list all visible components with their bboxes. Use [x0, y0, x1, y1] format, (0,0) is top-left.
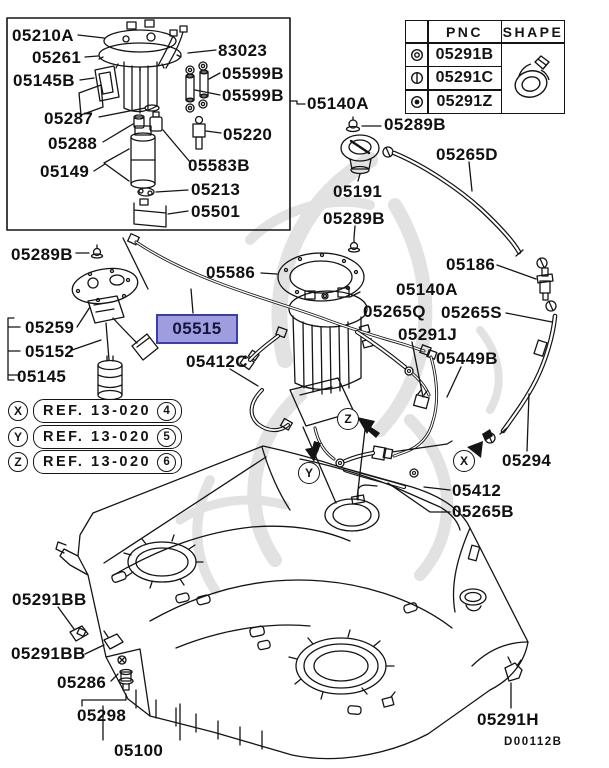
part-label-05145: 05145 [17, 367, 67, 386]
part-label-05291J: 05291J [398, 325, 458, 344]
part-label-05265D: 05265D [436, 145, 498, 164]
ref-box-y: REF. 13-020 5 [33, 425, 183, 449]
pnc-shape-table: PNC SHAPE 05291B 05291C 05291Z [405, 20, 565, 114]
part-label-05599B-1: 05599B [222, 64, 284, 83]
shape-column-header: SHAPE [502, 21, 564, 42]
part-label-05140A-mid: 05140A [396, 280, 458, 299]
part-label-05149: 05149 [40, 162, 90, 181]
ref-text-y: REF. 13-020 [43, 429, 152, 445]
ref-marker-y: Y [8, 427, 28, 447]
check-valve-05186-drawing [496, 257, 557, 312]
part-label-05140A-top: 05140A [307, 94, 369, 113]
hose-05265d-drawing [391, 150, 524, 257]
part-label-05289B-2: 05289B [323, 209, 385, 228]
part-label-05100: 05100 [114, 741, 164, 760]
callout-circle-y: Y [298, 462, 320, 484]
part-label-05265S: 05265S [441, 303, 503, 322]
mid-hoses-drawing [229, 329, 462, 513]
part-label-05265Q: 05265Q [363, 302, 426, 321]
part-label-05291BB-1: 05291BB [12, 590, 87, 609]
pipe-05515-drawing [126, 232, 438, 360]
part-label-05152: 05152 [25, 342, 75, 361]
ref-num-5: 5 [157, 427, 177, 447]
part-label-05412: 05412 [452, 481, 502, 500]
fuel-tank-drawing [55, 420, 529, 760]
part-label-05145B: 05145B [13, 71, 75, 90]
part-label-05599B-2: 05599B [222, 86, 284, 105]
part-label-05501: 05501 [191, 202, 241, 221]
part-label-05213: 05213 [191, 180, 241, 199]
pnc-value-05291Z: 05291Z [428, 90, 501, 113]
part-label-05583B: 05583B [188, 156, 250, 175]
pump-assembly-box-drawing [6, 17, 291, 231]
pnc-value-05291C: 05291C [428, 67, 501, 89]
ref-box-x: REF. 13-020 4 [33, 399, 183, 423]
double-circle-icon [406, 43, 427, 66]
ref-box-z: REF. 13-020 6 [33, 450, 183, 474]
part-label-05191: 05191 [333, 182, 383, 201]
callout-circle-x: X [453, 450, 475, 472]
ref-note-z: Z REF. 13-020 6 [8, 450, 183, 474]
part-label-05259: 05259 [25, 318, 75, 337]
part-label-05220: 05220 [223, 125, 273, 144]
diagram-code: D00112B [504, 736, 563, 748]
part-label-83023: 83023 [218, 41, 268, 60]
ref-note-y: Y REF. 13-020 5 [8, 425, 183, 449]
part-label-05449B: 05449B [436, 349, 498, 368]
ref-num-6: 6 [157, 452, 177, 472]
ref-marker-x: X [8, 401, 28, 421]
ref-num-4: 4 [157, 401, 177, 421]
part-label-05291H: 05291H [477, 710, 539, 729]
pump-module-drawing [239, 225, 374, 427]
pump-module-hoses [248, 334, 280, 362]
ref-marker-z: Z [8, 452, 28, 472]
clamp-shape-icon [502, 43, 564, 113]
bullseye-icon [406, 90, 427, 113]
bottom-hardware-drawing [57, 606, 523, 741]
ref-text-x: REF. 13-020 [43, 403, 152, 419]
pnc-table-corner-cell [406, 21, 427, 42]
box-to-label-leader [289, 100, 306, 105]
part-label-05261: 05261 [32, 48, 82, 67]
part-label-05291BB-2: 05291BB [11, 644, 86, 663]
circle-vline-icon [406, 67, 427, 89]
part-label-05412C: 05412C [186, 352, 248, 371]
part-label-05288: 05288 [48, 134, 98, 153]
pnc-column-header: PNC [428, 21, 501, 42]
pnc-value-05291B: 05291B [428, 43, 501, 66]
part-label-05289B-3: 05289B [11, 245, 73, 264]
ref-text-z: REF. 13-020 [43, 454, 152, 470]
part-label-05289B-1: 05289B [384, 115, 446, 134]
part-label-05515-highlighted[interactable]: 05515 [156, 314, 238, 344]
fuel-gauge-sender-drawing [7, 237, 159, 401]
part-label-05298: 05298 [77, 706, 127, 725]
part-label-05186: 05186 [446, 255, 496, 274]
part-label-05287: 05287 [44, 109, 94, 128]
part-label-05265B: 05265B [452, 502, 514, 521]
callout-arrows [305, 417, 493, 462]
part-label-05586: 05586 [206, 263, 256, 282]
part-label-05286: 05286 [57, 673, 107, 692]
ref-note-x: X REF. 13-020 4 [8, 399, 183, 423]
part-label-05210A: 05210A [12, 26, 74, 45]
callout-circle-z: Z [337, 408, 359, 430]
part-label-05294: 05294 [502, 451, 552, 470]
